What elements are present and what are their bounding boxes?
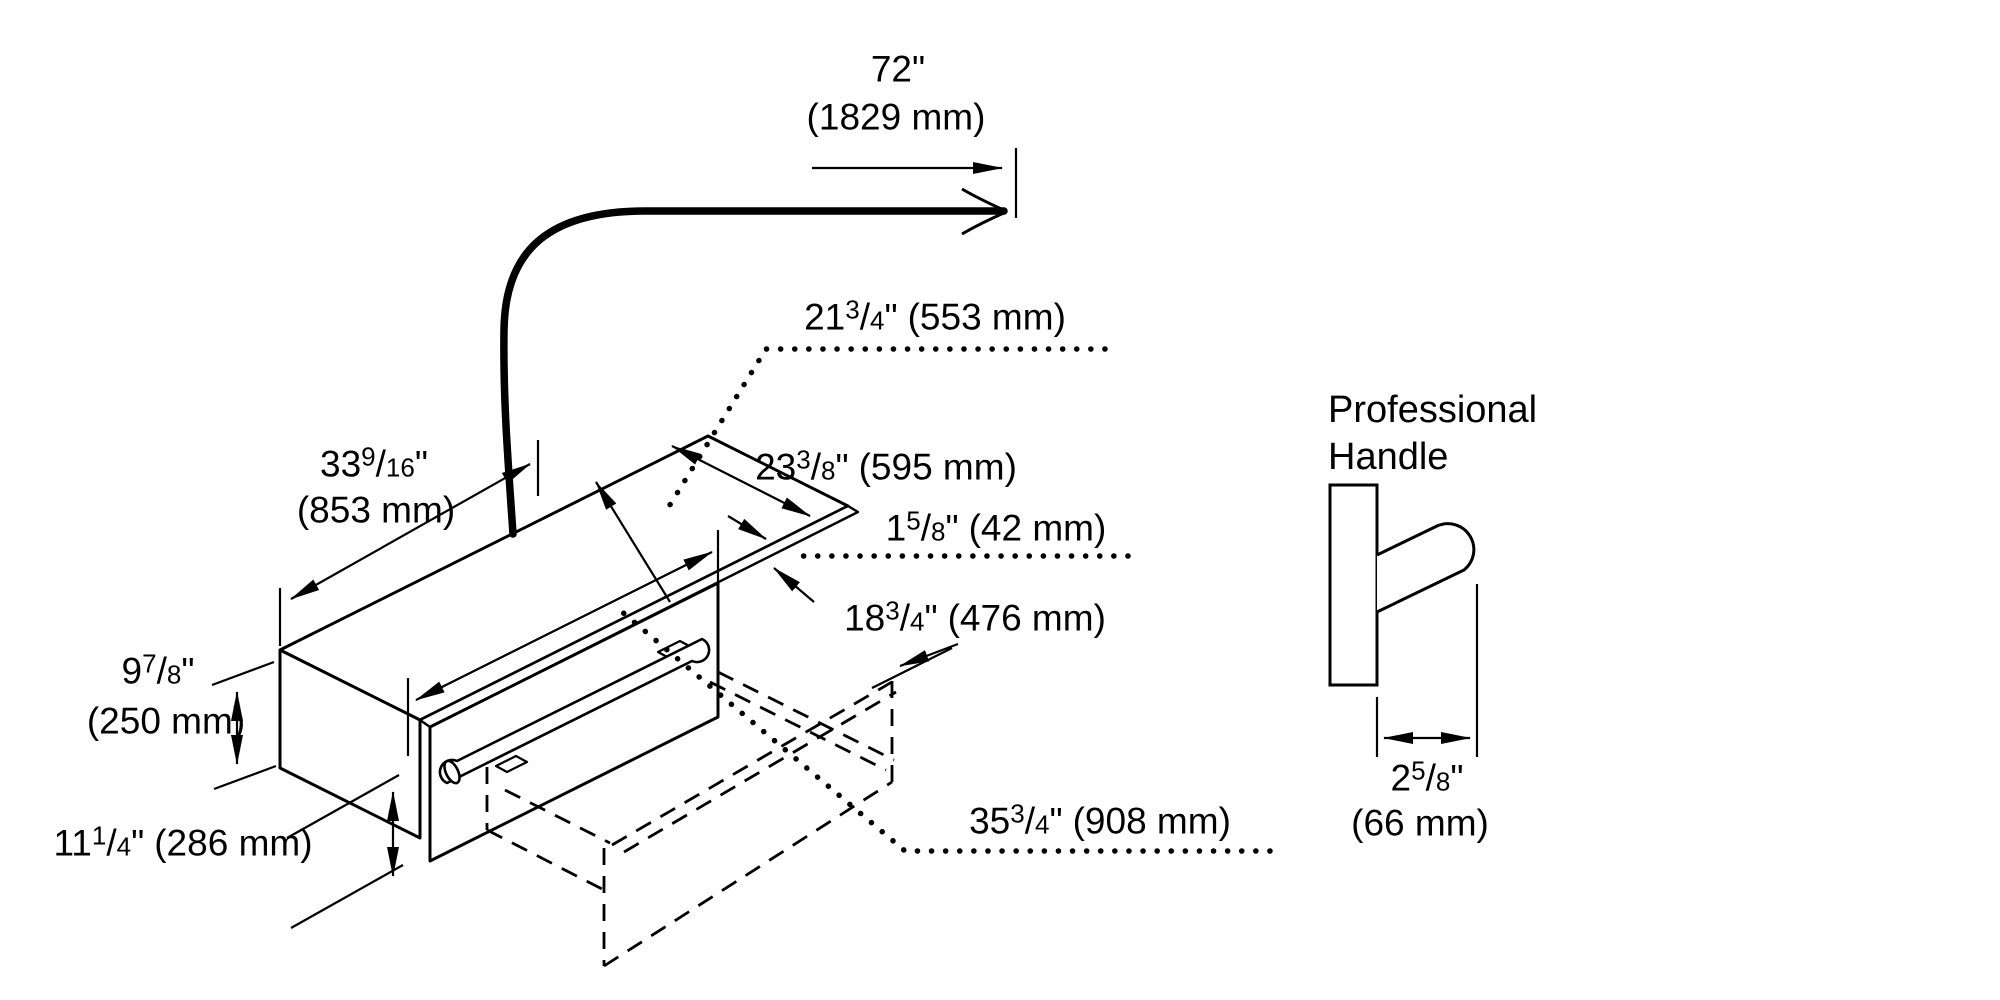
height-ext-bottom bbox=[213, 764, 277, 791]
dotted-leaders bbox=[611, 346, 1273, 854]
panel-gap-arrow-upper bbox=[727, 515, 767, 540]
panel-height-ext-top bbox=[286, 774, 400, 839]
panel-height-ext-bottom bbox=[290, 864, 404, 929]
dim-250-inches-label: 97/8" bbox=[121, 648, 195, 692]
handle-detail-title-line2: Handle bbox=[1328, 436, 1449, 478]
dim-66-mm-label: (66 mm) bbox=[1351, 802, 1489, 844]
dim-66-inches-label: 25/8" bbox=[1390, 755, 1464, 799]
dim-553-label: 213/4"(553 mm) bbox=[804, 294, 1066, 338]
cord-length-mm-label: (1829 mm) bbox=[806, 96, 986, 138]
leader-908 bbox=[611, 602, 1273, 854]
handle-detail-panel bbox=[1328, 483, 1379, 687]
dim-42-label: 15/8"(42 mm) bbox=[885, 505, 1107, 549]
cord-frayed-end bbox=[961, 187, 1007, 236]
cord-length-inches-label: 72" bbox=[870, 48, 926, 90]
inner-width-dim-line bbox=[415, 551, 713, 701]
dim-853-mm-label: (853 mm) bbox=[296, 489, 456, 531]
dim-908-label: 353/4"(908 mm) bbox=[969, 798, 1231, 842]
handle-post-left bbox=[494, 754, 529, 774]
handle-detail-title: Professional Handle bbox=[1328, 387, 1537, 481]
dim-595-label: 233/8"(595 mm) bbox=[755, 444, 1017, 488]
unit-left-face bbox=[278, 648, 422, 840]
handle-detail-drawing bbox=[1328, 483, 1479, 757]
cutout-side-lip-outer bbox=[717, 670, 895, 762]
depth-dim-line bbox=[671, 445, 811, 517]
dim-476-label: 183/4"(476 mm) bbox=[844, 595, 1106, 639]
width-dim-line bbox=[290, 463, 531, 600]
cutout-front-lip-inner bbox=[623, 690, 897, 854]
handle-detail-title-line1: Professional bbox=[1328, 389, 1538, 431]
cutout-edge bbox=[504, 788, 611, 845]
cutout-edge bbox=[603, 780, 893, 968]
dimension-lines bbox=[211, 148, 1018, 929]
inner-width-leader bbox=[899, 642, 959, 668]
panel-gap-arrow-lower bbox=[773, 567, 815, 603]
dim-286-label: 111/4"(286 mm) bbox=[53, 820, 313, 864]
inner-width-ext-segment bbox=[871, 647, 953, 689]
leader-553 bbox=[665, 346, 1108, 511]
height-ext-top bbox=[211, 660, 275, 687]
dim-250-mm-label: (250 mm) bbox=[86, 700, 246, 742]
cutout-side-lip-inner bbox=[709, 680, 887, 772]
dim-853-inches-label: 339/16" bbox=[320, 441, 428, 485]
cutout-edge bbox=[486, 828, 605, 892]
handle-bar-end-cap bbox=[443, 759, 461, 785]
cabinet-cutout-dashed-outline bbox=[485, 670, 897, 968]
handle-detail-handle bbox=[1376, 522, 1476, 614]
